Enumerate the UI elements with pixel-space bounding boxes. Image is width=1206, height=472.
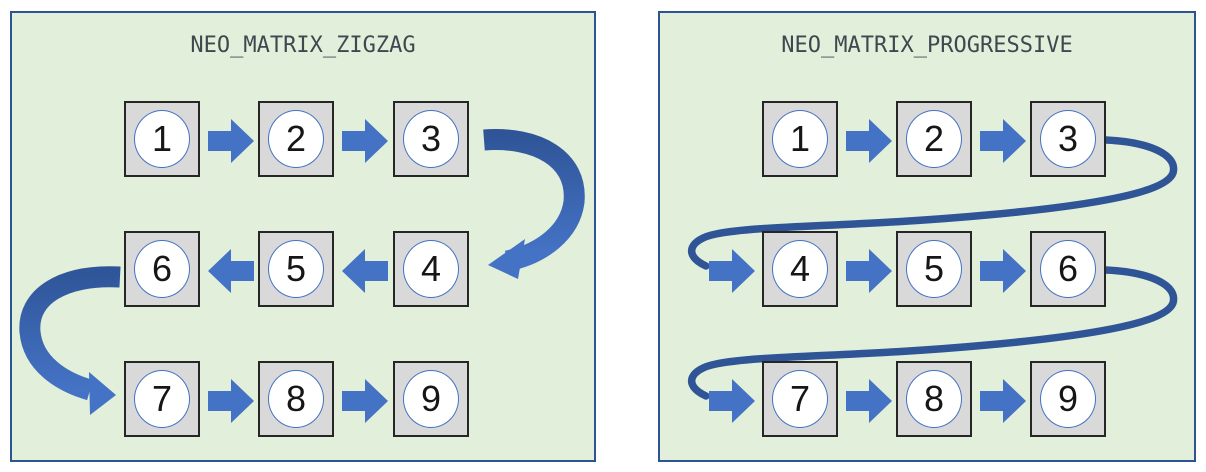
arrow-right-icon	[846, 249, 892, 293]
cell-number: 4	[789, 248, 811, 289]
matrix-cell: 6	[124, 231, 200, 307]
arrow-left-icon	[208, 249, 254, 293]
arrow-right-icon	[342, 119, 388, 163]
cell-number: 1	[151, 118, 173, 159]
cell-circle: 7	[134, 370, 190, 428]
cell-number: 5	[285, 248, 307, 289]
cell-circle: 1	[772, 110, 828, 168]
panel-title: NEO_MATRIX_ZIGZAG	[190, 33, 416, 58]
matrix-cell: 2	[258, 101, 334, 177]
cell-circle: 5	[906, 240, 962, 298]
arrow-right-icon	[342, 379, 388, 423]
curved-wrap-arrow-right-icon	[483, 129, 585, 279]
arrow-right-icon	[208, 119, 254, 163]
cell-circle: 1	[134, 110, 190, 168]
matrix-cell: 7	[124, 361, 200, 437]
arrow-right-icon	[208, 379, 254, 423]
arrow-right-icon	[846, 119, 892, 163]
arrow-right-icon	[980, 379, 1026, 423]
cell-circle: 4	[403, 240, 459, 298]
matrix-cell: 7	[762, 361, 838, 437]
cell-number: 2	[285, 118, 307, 159]
cell-number: 1	[789, 118, 811, 159]
cell-circle: 8	[906, 370, 962, 428]
cell-circle: 2	[268, 110, 324, 168]
cell-number: 6	[151, 248, 173, 289]
cell-circle: 2	[906, 110, 962, 168]
zigzag-panel: NEO_MATRIX_ZIGZAG 1 2	[10, 11, 596, 462]
matrix-cell: 3	[1030, 101, 1106, 177]
matrix-cell: 4	[762, 231, 838, 307]
cell-number: 9	[1057, 378, 1079, 419]
matrix-cell: 1	[762, 101, 838, 177]
arrow-right-icon	[980, 249, 1026, 293]
matrix-cell: 3	[393, 101, 469, 177]
matrix-cell: 6	[1030, 231, 1106, 307]
cell-circle: 6	[1040, 240, 1096, 298]
cell-circle: 9	[403, 370, 459, 428]
row-lead-arrow-right-icon	[709, 379, 755, 423]
arrow-right-icon	[980, 119, 1026, 163]
curved-wrap-arrow-left-icon	[19, 266, 121, 415]
cell-circle: 8	[268, 370, 324, 428]
cell-number: 7	[789, 378, 811, 419]
cell-number: 8	[923, 378, 945, 419]
cell-circle: 6	[134, 240, 190, 298]
row-lead-arrow-right-icon	[709, 249, 755, 293]
flow-arrows-layer	[19, 119, 585, 423]
cell-circle: 9	[1040, 370, 1096, 428]
progressive-panel: NEO_MATRIX_PROGRESSIVE 1 2 3 4 5 6 7 8 9	[658, 11, 1196, 462]
cell-number: 9	[420, 378, 442, 419]
cell-number: 5	[923, 248, 945, 289]
cell-number: 7	[151, 378, 173, 419]
matrix-cell: 1	[124, 101, 200, 177]
wrap-connector-line	[688, 136, 1178, 270]
wrap-connector-line	[688, 266, 1178, 400]
cell-number: 3	[420, 118, 442, 159]
arrow-left-icon	[342, 249, 388, 293]
cell-number: 3	[1057, 118, 1079, 159]
cell-circle: 3	[403, 110, 459, 168]
matrix-cell: 8	[258, 361, 334, 437]
cell-circle: 4	[772, 240, 828, 298]
cell-number: 8	[285, 378, 307, 419]
cell-number: 6	[1057, 248, 1079, 289]
matrix-cell: 5	[896, 231, 972, 307]
cell-number: 2	[923, 118, 945, 159]
flow-arrows-layer	[688, 119, 1178, 423]
matrix-cell: 4	[393, 231, 469, 307]
cell-circle: 7	[772, 370, 828, 428]
matrix-cell: 5	[258, 231, 334, 307]
matrix-cell: 8	[896, 361, 972, 437]
cell-circle: 3	[1040, 110, 1096, 168]
matrix-cell: 2	[896, 101, 972, 177]
arrow-right-icon	[846, 379, 892, 423]
cell-number: 4	[420, 248, 442, 289]
matrix-cell: 9	[1030, 361, 1106, 437]
matrix-cell: 9	[393, 361, 469, 437]
panel-title: NEO_MATRIX_PROGRESSIVE	[781, 33, 1073, 58]
cell-circle: 5	[268, 240, 324, 298]
